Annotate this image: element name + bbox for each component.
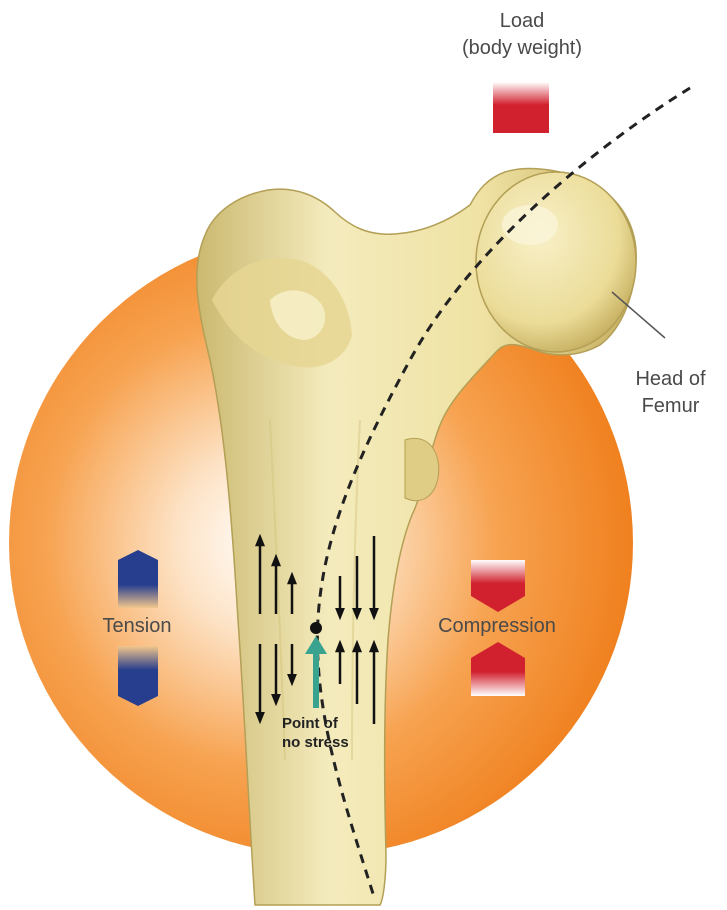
compression-label-text: Compression (438, 615, 556, 637)
load-label: Load (body weight) (432, 8, 612, 62)
point-label-line1: Point of (282, 714, 349, 733)
load-arrow-icon (493, 82, 549, 133)
tension-label: Tension (82, 613, 192, 640)
point-label-line2: no stress (282, 733, 349, 752)
load-label-line2: (body weight) (432, 35, 612, 62)
head-label-line2: Femur (618, 393, 723, 420)
point-of-no-stress-label: Point of no stress (282, 714, 349, 752)
head-of-femur-label: Head of Femur (618, 366, 723, 420)
compression-label: Compression (412, 613, 582, 640)
load-label-line1: Load (432, 8, 612, 35)
head-label-line1: Head of (618, 366, 723, 393)
no-stress-point (310, 622, 322, 634)
tension-label-text: Tension (103, 615, 172, 637)
